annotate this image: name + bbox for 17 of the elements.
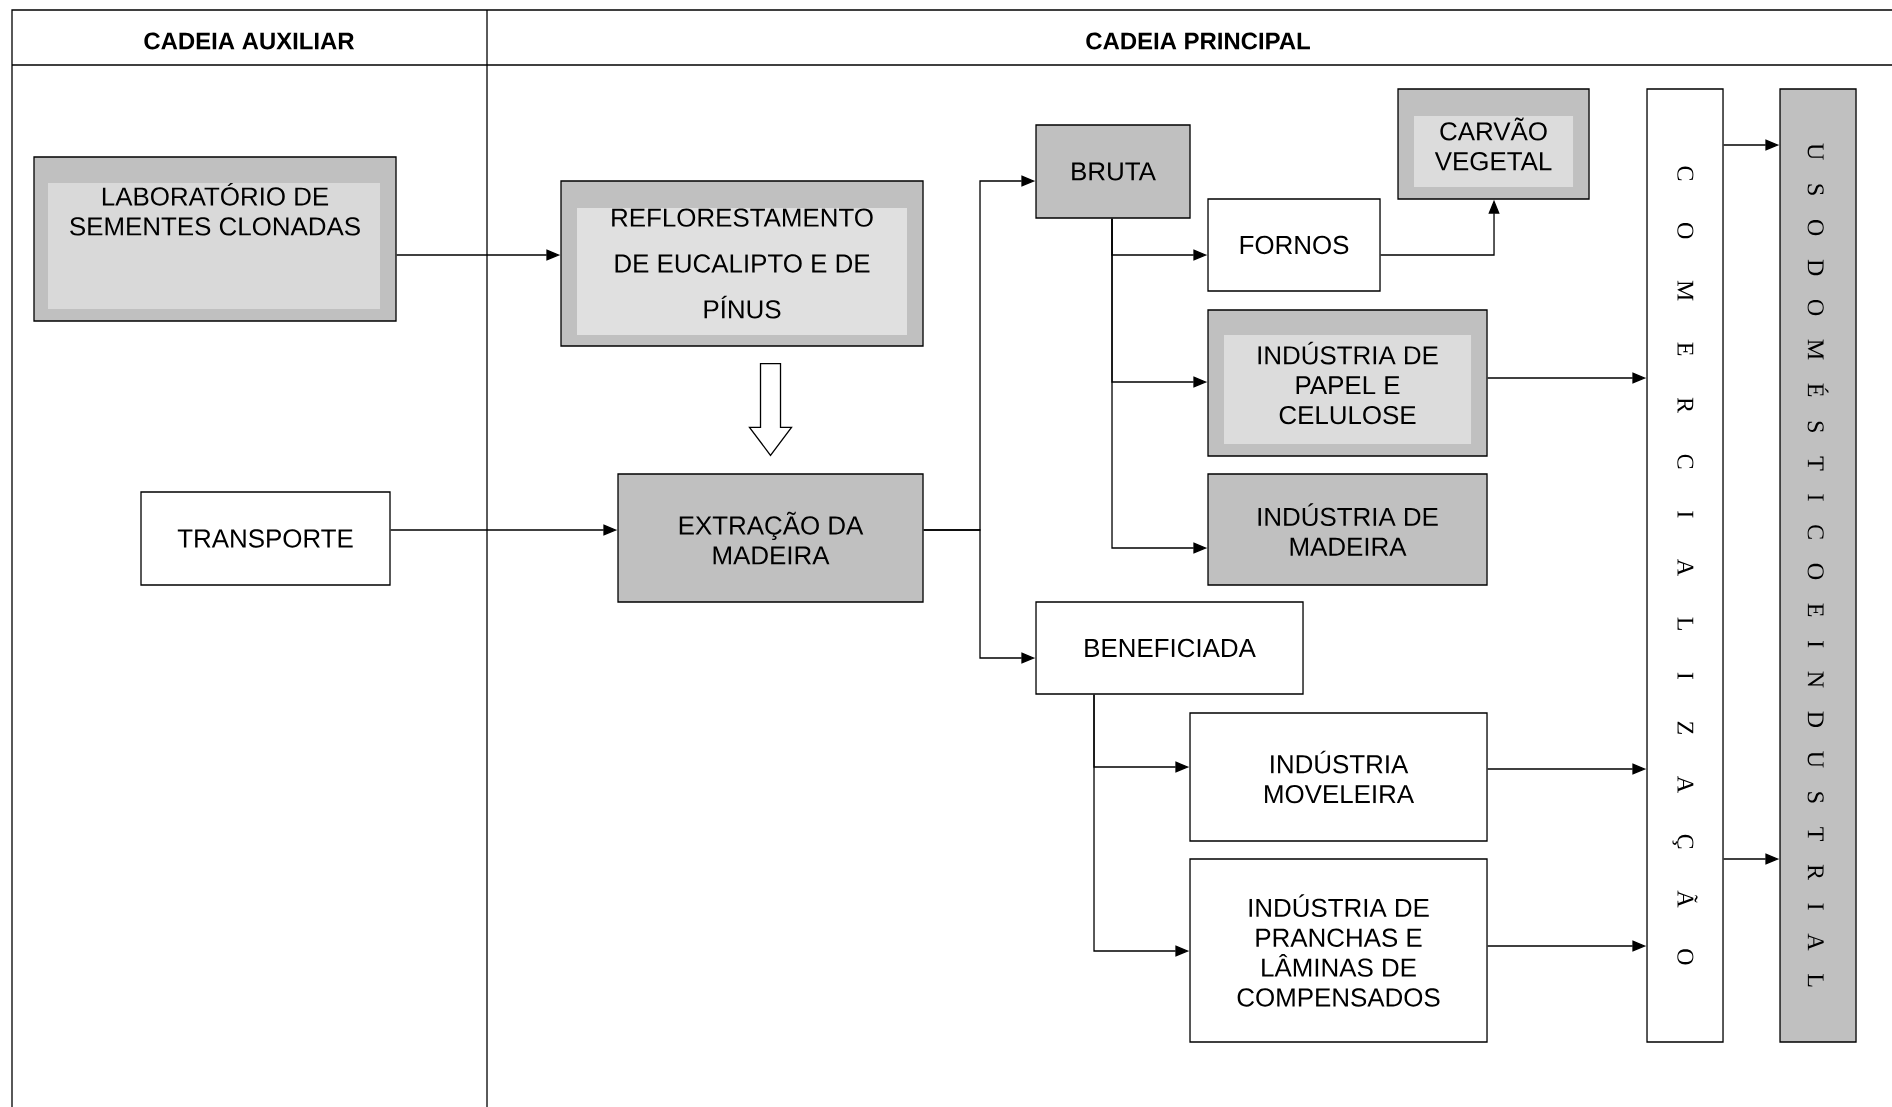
process-box: EXTRAÇÃO DA MADEIRA [617, 473, 924, 603]
process-box: INDÚSTRIA DE PRANCHAS E LÂMINAS DE COMPENSADOS [1189, 858, 1488, 1043]
process-box: INDÚSTRIA DE MADEIRA [1207, 473, 1488, 586]
process-box: FORNOS [1207, 198, 1381, 292]
column-header: CADEIA PRINCIPAL [1086, 32, 1310, 50]
process-box: CARVÃO VEGETAL [1397, 88, 1590, 200]
block-arrow [748, 363, 793, 457]
process-box: BENEFICIADA [1035, 601, 1304, 695]
process-box: BRUTA [1035, 124, 1191, 219]
process-box: INDÚSTRIA MOVELEIRA [1189, 712, 1488, 842]
column-header: CADEIA AUXILIAR [144, 32, 355, 50]
process-box: INDÚSTRIA DE PAPEL E CELULOSE [1207, 309, 1488, 457]
process-box: LABORATÓRIO DE SEMENTES CLONADAS [33, 156, 397, 322]
process-box: TRANSPORTE [140, 491, 391, 586]
process-box: C O M E R C I A L I Z A Ç Ã O [1646, 88, 1724, 1043]
process-box: U S O D O M É S T I C O E I N D U S T R I A L [1779, 88, 1857, 1043]
process-box: REFLORESTAMENTO DE EUCALIPTO E DE PÍNUS [560, 180, 924, 347]
